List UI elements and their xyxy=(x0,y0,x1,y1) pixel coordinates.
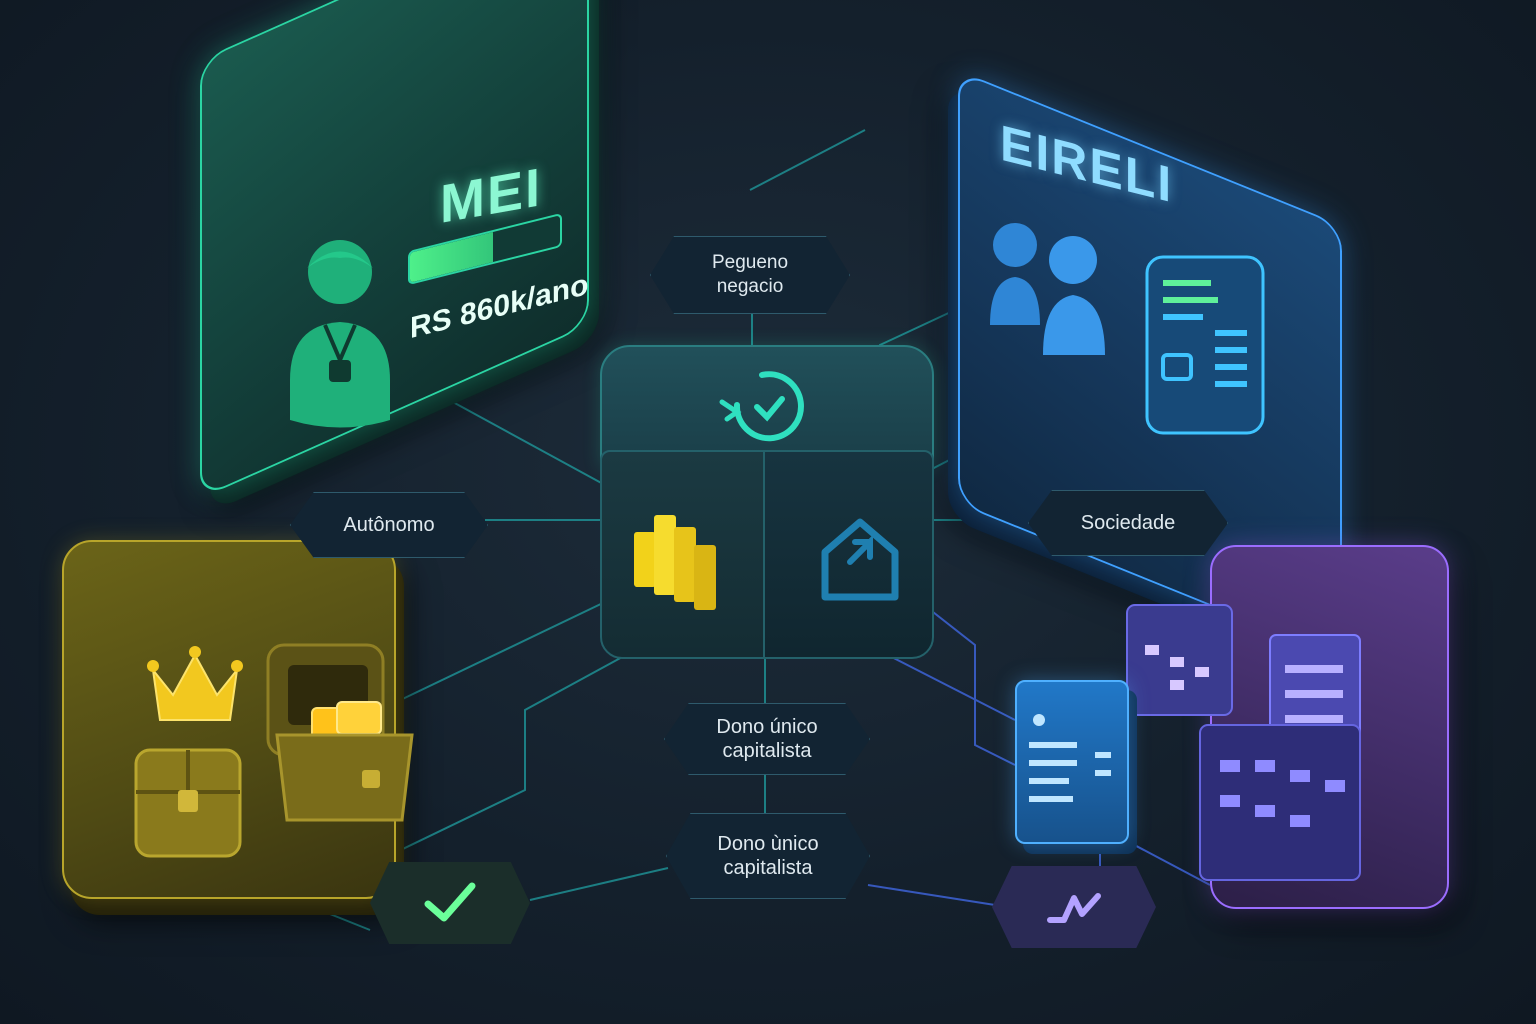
node-dono-unico-2: Dono ùnico capitalista xyxy=(666,813,870,899)
line-cube-server xyxy=(904,589,1016,766)
node-dono-unico-1: Dono único capitalista xyxy=(664,703,870,775)
document-icon xyxy=(1145,255,1265,435)
buildings-icon xyxy=(1126,604,1361,881)
node-pequeno-negocio: Pegueno negacio xyxy=(650,236,850,314)
server-details xyxy=(1029,714,1111,802)
line-check-dono2 xyxy=(529,867,669,901)
line-upper-grid xyxy=(749,129,866,191)
trend-node xyxy=(992,866,1156,948)
cube-right xyxy=(763,450,934,659)
node-autonomo: Autônomo xyxy=(290,492,488,558)
line-dono2-trend xyxy=(867,884,996,906)
gold-bars-icon xyxy=(634,515,716,610)
refresh-check-icon xyxy=(719,371,804,442)
line-cube-check xyxy=(379,619,691,861)
node-sociedade: Sociedade xyxy=(1028,490,1228,556)
node-autonomo-label: Autônomo xyxy=(343,514,435,536)
node-pequeno-negocio-label: Pegueno negacio xyxy=(711,252,789,297)
treasure-chest-icon xyxy=(266,643,414,822)
cube-left xyxy=(600,450,769,659)
line-cube-gold xyxy=(389,589,631,706)
node-dono-unico-1-label: Dono único capitalista xyxy=(716,716,818,762)
line-server-building xyxy=(1124,839,1211,886)
person-badge-icon xyxy=(290,240,390,428)
trend-icon xyxy=(1047,893,1101,923)
line-mei-cube xyxy=(439,394,606,486)
node-sociedade-label: Sociedade xyxy=(1080,512,1176,534)
check-node xyxy=(370,862,530,944)
server-icon xyxy=(1015,680,1129,844)
node-dono-unico-2-label: Dono ùnico capitalista xyxy=(717,833,819,879)
people-icon xyxy=(990,223,1105,355)
briefcase-icon xyxy=(134,748,242,858)
house-arrow-icon xyxy=(821,518,899,601)
check-icon xyxy=(424,882,476,922)
crown-icon xyxy=(147,646,243,721)
cube-top xyxy=(600,345,934,469)
